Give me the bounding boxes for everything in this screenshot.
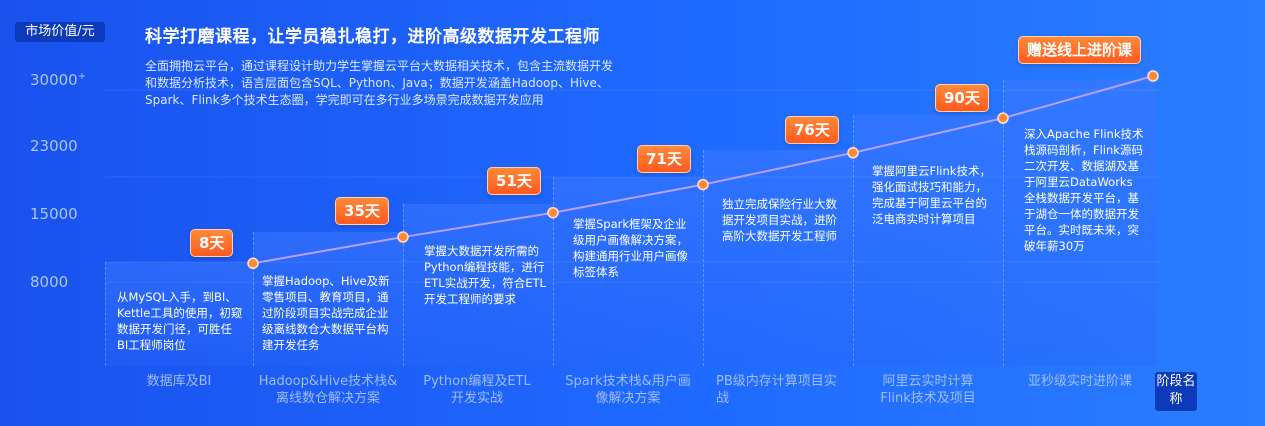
duration-badge-6: 90天	[935, 84, 989, 112]
stage-desc-4: 掌握Spark框架及企业级用户画像解决方案，构建通用行业用户画像标签体系	[573, 217, 688, 279]
y-tick-30000: 30000+	[30, 71, 87, 89]
stage-column-5	[703, 150, 854, 366]
y-tick-8000: 8000	[30, 273, 69, 291]
duration-badge-3: 51天	[487, 167, 541, 195]
stage-column-1	[105, 262, 254, 366]
stage-column-2	[253, 232, 404, 366]
x-label-2: Hadoop&Hive技术栈&离线数仓解决方案	[258, 374, 398, 406]
value-point-2	[397, 231, 409, 243]
value-point-5	[847, 147, 859, 159]
y-tick-15000: 15000	[30, 205, 78, 223]
y-axis-unit-label: 市场价值/元	[15, 22, 105, 42]
x-label-3: Python编程及ETL开发实战	[423, 374, 531, 406]
intro-text: 全面拥抱云平台，通过课程设计助力学生掌握云平台大数据相关技术，包含主流数据开发和…	[145, 59, 614, 107]
stage-desc-3: 掌握大数据开发所需的Python编程技能，进行ETL实战开发，符合ETL开发工程…	[424, 244, 546, 306]
value-point-3	[547, 206, 559, 219]
duration-badge-5: 76天	[785, 116, 839, 144]
x-label-6: 阿里云实时计算Flink技术及项目	[880, 374, 976, 406]
headline: 科学打磨课程，让学员稳扎稳打，进阶高级数据开发工程师	[145, 27, 600, 47]
duration-badge-7: 赠送线上进阶课	[1018, 36, 1142, 64]
stage-column-6	[853, 115, 1004, 366]
x-label-7: 亚秒级实时进阶课	[1027, 374, 1132, 389]
value-point-6	[997, 112, 1009, 124]
stage-desc-6: 掌握阿里云Flink技术，强化面试技巧和能力，完成基于阿里云平台的泛电商实时计算…	[872, 164, 991, 226]
stage-column-7	[1003, 80, 1156, 366]
value-point-7	[1147, 70, 1159, 82]
x-axis-stage-label: 阶段名称	[1155, 372, 1197, 411]
stage-desc-1: 从MySQL入手，到BI、Kettle工具的使用，初窥数据开发门径，可胜任BI工…	[117, 290, 243, 352]
value-series-line	[252, 75, 1154, 265]
stage-desc-2: 掌握Hadoop、Hive及新零售项目、教育项目，通过阶段项目实战完成企业级离线…	[262, 274, 390, 352]
x-label-4: Spark技术栈&用户画像解决方案	[565, 374, 691, 406]
duration-badge-1: 8天	[190, 229, 234, 257]
x-label-5: PB级内存计算项目实战	[716, 374, 837, 406]
value-point-1	[247, 257, 259, 270]
stage-column-3	[403, 204, 554, 366]
x-label-1: 数据库及BI	[146, 374, 212, 389]
value-point-4	[697, 178, 709, 191]
duration-badge-2: 35天	[335, 197, 389, 225]
stage-desc-5: 独立完成保险行业大数据开发项目实战，进阶高阶大数据开发工程师	[722, 197, 837, 243]
duration-badge-4: 71天	[637, 145, 691, 173]
y-tick-23000: 23000	[30, 137, 78, 155]
stage-desc-7: 深入Apache Flink技术栈源码剖析，Flink源码二次开发、数据湖及基于…	[1024, 127, 1144, 253]
